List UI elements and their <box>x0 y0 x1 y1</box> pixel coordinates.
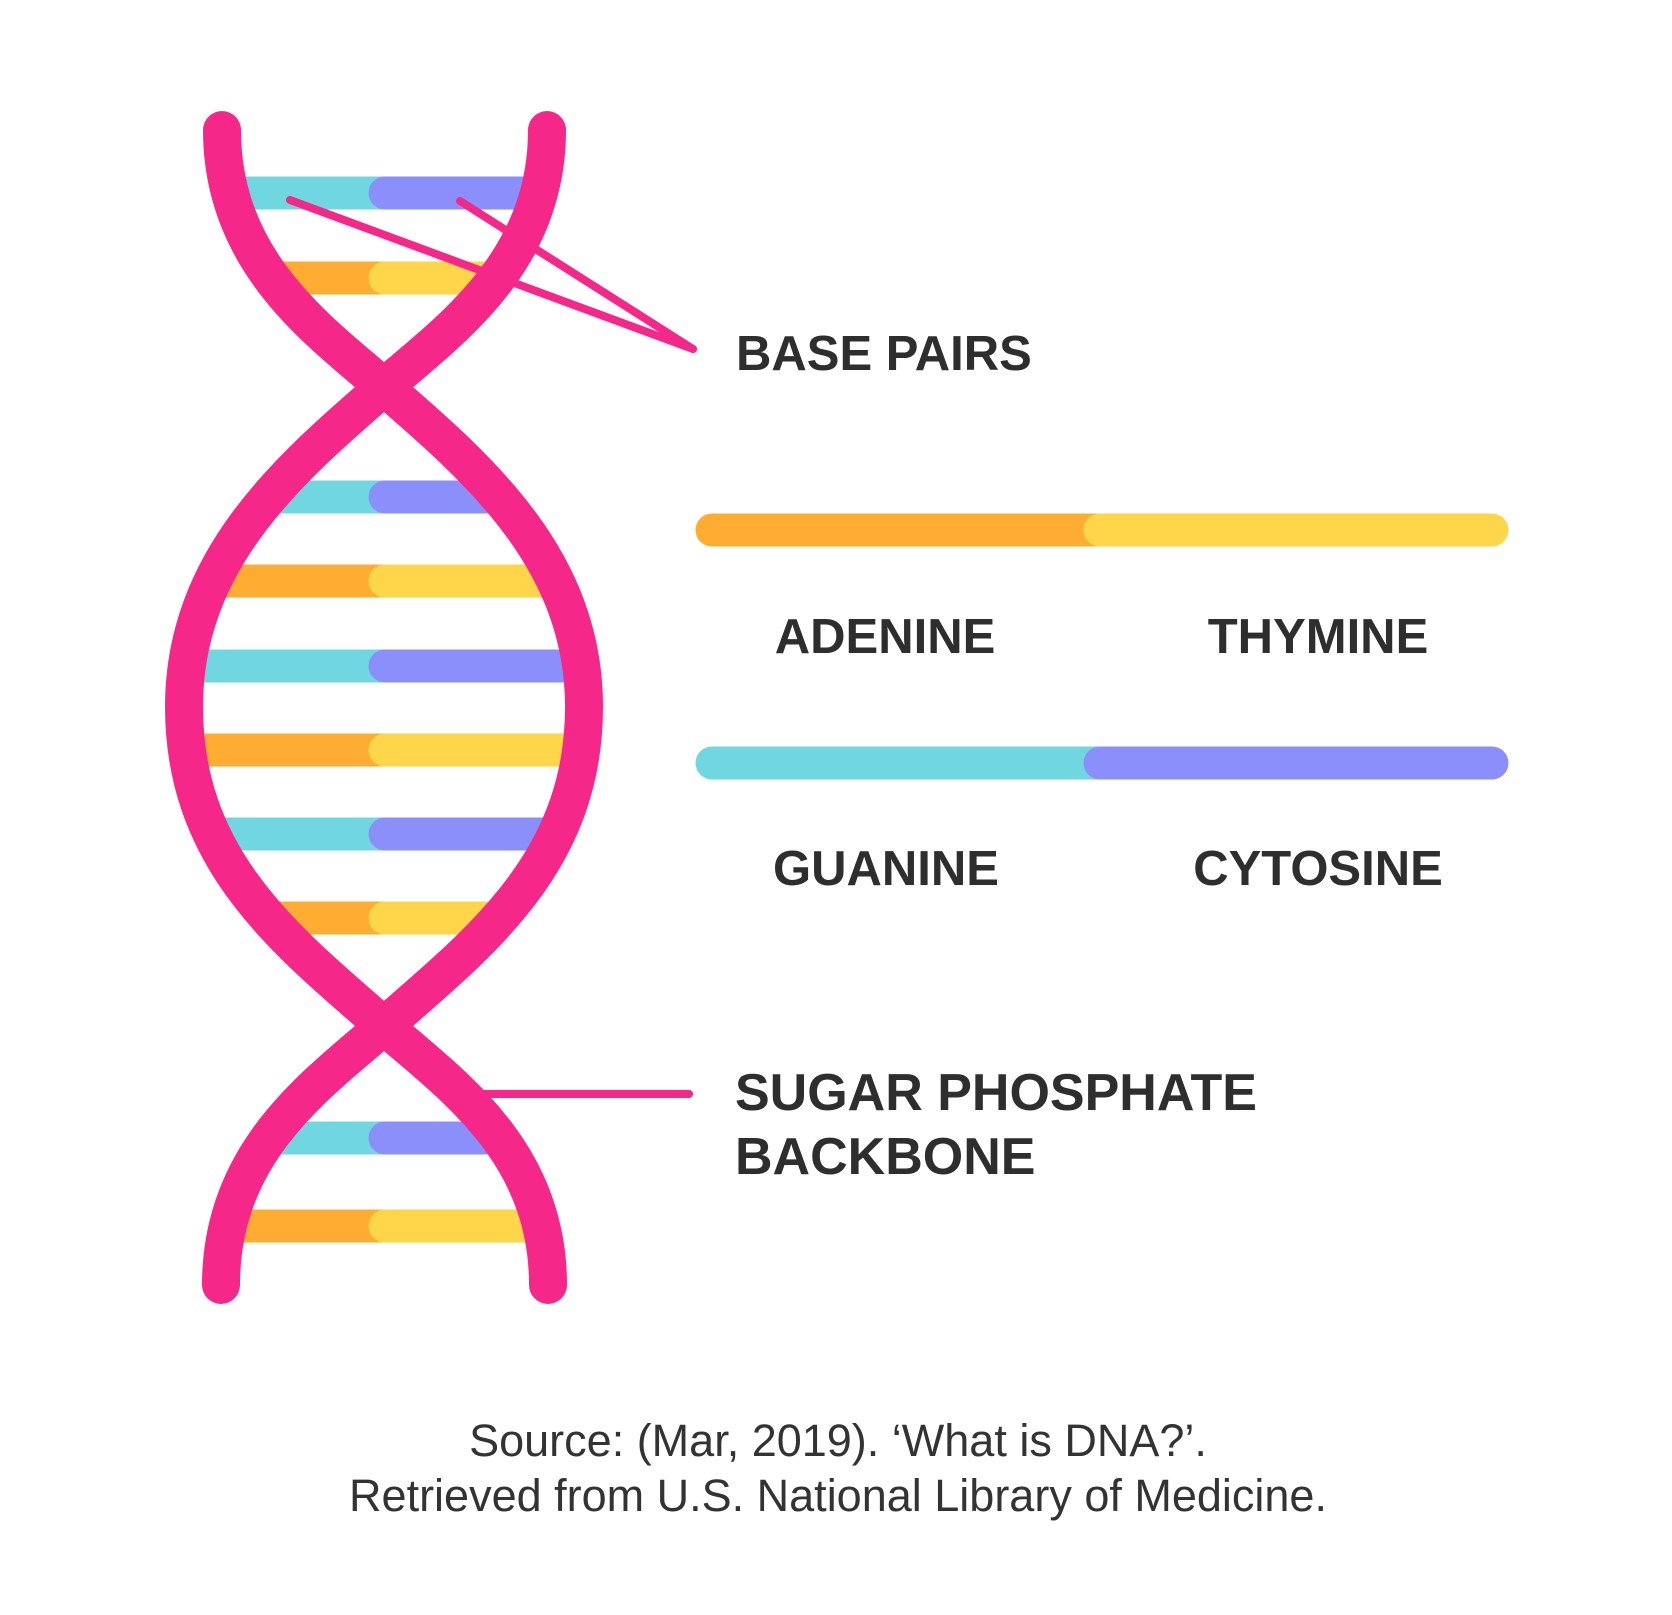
dna-helix-backbone <box>164 111 604 1304</box>
backbone-label-line-1: SUGAR PHOSPHATE <box>735 1064 1257 1122</box>
cytosine-label: CYTOSINE <box>1193 842 1443 896</box>
adenine-base <box>240 1209 385 1243</box>
guanine-label: GUANINE <box>773 842 999 896</box>
base-pair-rung <box>214 564 569 598</box>
base-pair-rungs <box>195 176 589 1243</box>
base-pairs-callout-line-1 <box>286 196 697 353</box>
thymine-base <box>368 564 569 598</box>
adenine-label: ADENINE <box>775 610 996 664</box>
backbone-strand-b <box>164 111 567 1304</box>
adenine-base <box>214 564 385 598</box>
source-citation-line-1: Source: (Mar, 2019). ‘What is DNA?’. <box>469 1415 1207 1466</box>
thymine-base <box>368 733 589 767</box>
thymine-label: THYMINE <box>1208 610 1429 664</box>
base-pair-rung <box>236 176 549 210</box>
guanine-base <box>195 649 385 683</box>
cytosine-base <box>368 817 569 851</box>
cytosine-base <box>368 176 549 210</box>
backbone-label-line-2: BACKBONE <box>735 1128 1035 1186</box>
base-pairs-callout-line-2 <box>456 197 697 353</box>
source-citation-line-2: Retrieved from U.S. National Library of … <box>349 1470 1327 1521</box>
base-pair-rung <box>195 733 589 767</box>
base-pairs-label: BASE PAIRS <box>736 327 1032 381</box>
guanine-base <box>216 817 385 851</box>
backbone-strand-a <box>202 111 604 1304</box>
base-pair-rung <box>195 649 589 683</box>
thymine-base <box>368 1209 547 1243</box>
adenine-base <box>195 733 385 767</box>
cytosine-base <box>368 649 589 683</box>
base-pair-rung <box>240 1209 547 1243</box>
callout-lines <box>286 196 697 1098</box>
base-pair-rung <box>216 817 569 851</box>
